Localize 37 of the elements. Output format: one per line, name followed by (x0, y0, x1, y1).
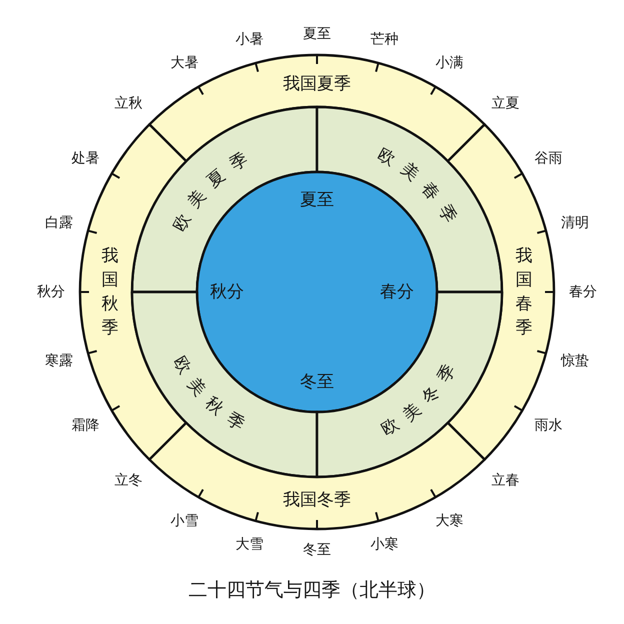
term-label: 春分 (569, 284, 597, 300)
season-label: 欧美春季 (374, 144, 465, 235)
season-label: 欧美秋季 (169, 352, 256, 440)
term-label: 大雪 (235, 536, 264, 553)
term-label: 雨水 (534, 418, 563, 434)
term-label: 秋分 (210, 282, 244, 302)
term-label: 大暑 (170, 54, 199, 71)
term-label: 夏至 (303, 26, 331, 42)
term-label: 小雪 (170, 513, 199, 530)
term-label: 立春 (492, 472, 520, 488)
term-label: 白露 (44, 214, 73, 231)
term-label: 小满 (435, 54, 464, 71)
term-label: 芒种 (370, 31, 399, 48)
season-label: 我国秋季 (102, 246, 118, 338)
term-label: 夏至 (300, 190, 334, 210)
term-label: 小暑 (235, 31, 264, 48)
season-label: 我国春季 (516, 246, 532, 338)
term-label: 立夏 (492, 96, 520, 112)
term-label: 冬至 (303, 542, 331, 558)
term-label: 秋分 (37, 284, 65, 300)
caption: 二十四节气与四季（北半球） (188, 579, 436, 601)
term-label: 大寒 (435, 513, 464, 530)
season-label: 欧美夏季 (169, 144, 260, 235)
term-label: 立冬 (114, 472, 142, 488)
season-label: 我国夏季 (283, 74, 351, 94)
term-label: 霜降 (71, 418, 100, 434)
term-label: 春分 (380, 282, 414, 302)
term-label: 清明 (561, 214, 590, 231)
season-label: 我国冬季 (283, 490, 351, 510)
term-label: 处暑 (71, 150, 100, 166)
season-label: 欧美冬季 (378, 352, 465, 440)
term-label: 立秋 (114, 96, 142, 112)
term-label: 冬至 (300, 372, 334, 392)
term-label: 小寒 (370, 536, 399, 553)
term-label: 惊蛰 (561, 353, 590, 370)
term-label: 谷雨 (534, 150, 563, 166)
term-label: 寒露 (44, 353, 73, 370)
